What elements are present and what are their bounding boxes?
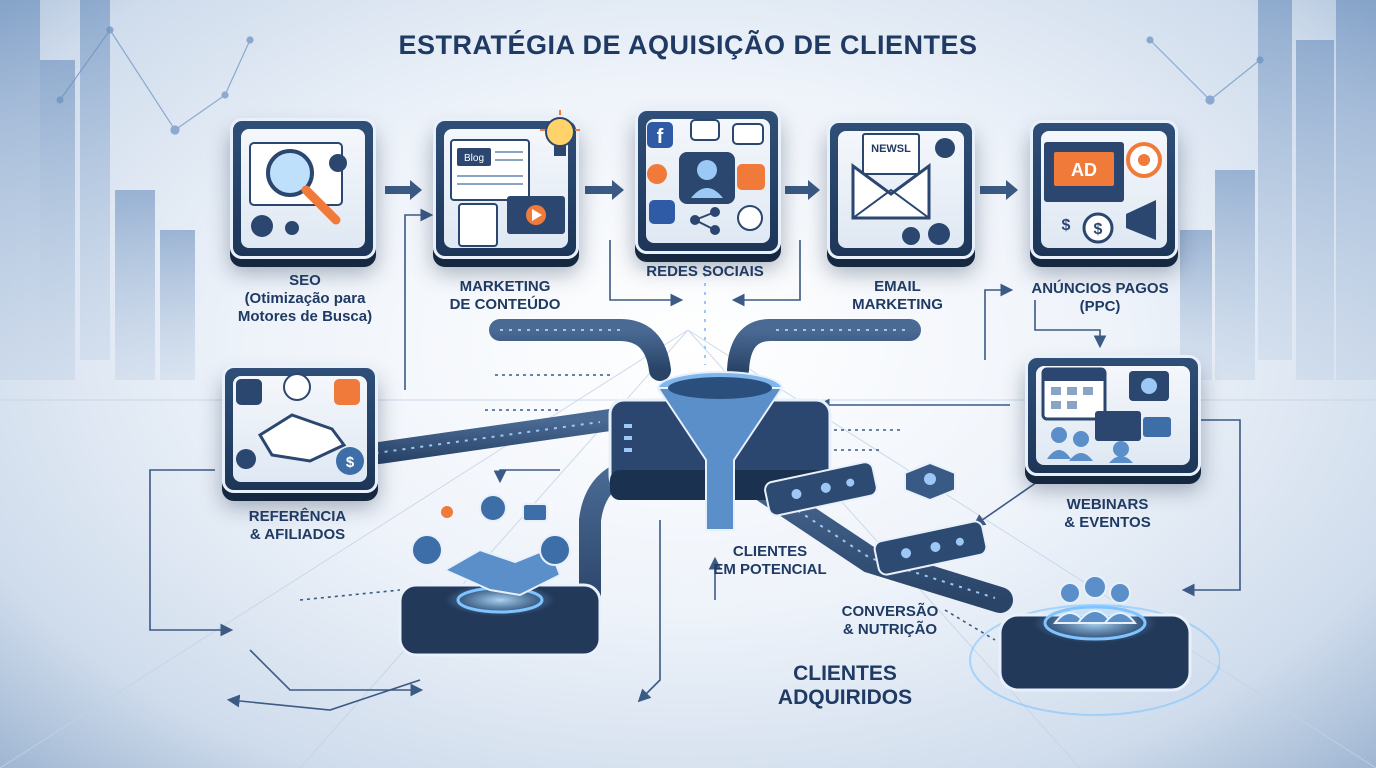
dollar-icon xyxy=(336,447,364,475)
share-icon xyxy=(411,534,443,566)
link-icon xyxy=(236,379,262,405)
forward-icon xyxy=(539,534,571,566)
forward-icon xyxy=(334,379,360,405)
newsletter-icon xyxy=(862,133,920,175)
seo-box xyxy=(230,118,376,259)
svg-text:NEWSL: NEWSL xyxy=(871,143,911,155)
video-camera-icon xyxy=(1095,411,1141,441)
dollar-coin-icon xyxy=(1082,212,1114,244)
document-icon xyxy=(458,203,498,247)
globe-icon xyxy=(737,205,763,231)
svg-text:$: $ xyxy=(1062,217,1071,234)
arrows-icon xyxy=(283,373,311,401)
share-icon xyxy=(737,164,765,190)
seo-label: SEO (Otimização para Motores de Busca) xyxy=(237,272,373,325)
webinars-box xyxy=(1025,355,1201,476)
svg-text:AD: AD xyxy=(1071,160,1097,180)
gear-icon xyxy=(251,154,347,237)
heart-icon xyxy=(647,164,667,184)
conversion-label: CONVERSÃO & NUTRIÇÃO xyxy=(841,603,939,638)
small-cube-icon xyxy=(904,461,956,502)
paid-ads-box: AD $ $ xyxy=(1030,120,1178,259)
share-icon xyxy=(236,449,256,469)
mail-icon xyxy=(522,503,548,522)
network-icon xyxy=(690,207,720,235)
funnel-icon xyxy=(656,371,784,531)
email-marketing-label: EMAIL MARKETING xyxy=(852,278,943,313)
funnel-hub xyxy=(608,371,832,531)
acquired-platform xyxy=(969,575,1220,716)
svg-text:$: $ xyxy=(346,454,355,471)
referral-box: $ xyxy=(222,365,378,493)
social-media-label: REDES SOCIAIS xyxy=(646,263,764,280)
node-dot xyxy=(441,506,453,518)
conversion-pads xyxy=(764,461,988,576)
gear-icon xyxy=(902,138,955,245)
audience-icon xyxy=(1047,427,1133,463)
content-marketing-label: MARKETING DE CONTEÚDO xyxy=(449,278,561,313)
chat-bubble-icon xyxy=(690,119,720,141)
referral-label: REFERÊNCIA & AFILIADOS xyxy=(248,508,347,543)
svg-text:$: $ xyxy=(1094,221,1103,238)
page-title: ESTRATÉGIA DE AQUISIÇÃO DE CLIENTES xyxy=(398,30,978,60)
facebook-icon xyxy=(647,122,673,148)
megaphone-icon xyxy=(1126,200,1156,240)
user-icon xyxy=(479,494,507,522)
email-marketing-box: NEWSL xyxy=(827,120,975,259)
paid-ads-label: ANÚNCIOS PAGOS (PPC) xyxy=(1031,280,1169,315)
city-right xyxy=(1180,0,1376,380)
svg-text:f: f xyxy=(657,126,664,148)
svg-text:Blog: Blog xyxy=(464,153,484,164)
potential-clients-label: CLIENTES EM POTENCIAL xyxy=(713,543,827,578)
webinars-label: WEBINARS & EVENTOS xyxy=(1064,496,1151,531)
group-users-icon xyxy=(1052,575,1138,624)
acquired-clients-label: CLIENTES ADQUIRIDOS xyxy=(777,662,913,709)
like-icon xyxy=(649,200,675,224)
social-media-box: f xyxy=(635,108,781,254)
handshake-icon xyxy=(257,413,347,463)
magnifier-icon xyxy=(266,149,314,197)
lightbulb-icon xyxy=(540,110,580,156)
partnership-platform xyxy=(398,494,602,657)
city-left xyxy=(0,0,195,380)
